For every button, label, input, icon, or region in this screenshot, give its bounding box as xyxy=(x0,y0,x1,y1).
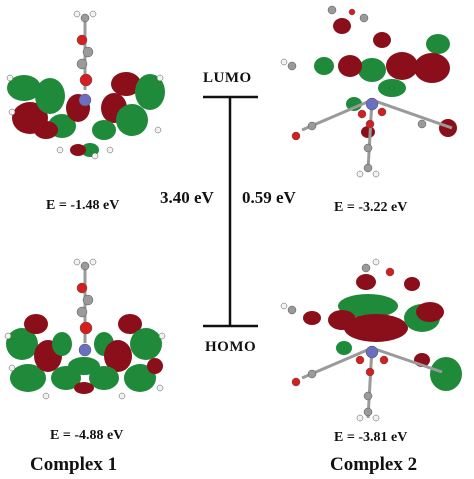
complex2-homo-atoms xyxy=(280,258,443,422)
complex1-name: Complex 1 xyxy=(30,454,118,475)
complex1-lumo-orbital xyxy=(6,10,165,160)
complex2-lumo-orbital xyxy=(280,5,457,178)
complex1-homo-energy: E = -4.88 eV xyxy=(50,428,124,443)
complex2-lumo-energy: E = -3.22 eV xyxy=(334,200,408,215)
complex1-homo-lobes xyxy=(6,314,163,394)
complex1-lumo-atoms xyxy=(6,10,164,160)
complex1-homo-atoms xyxy=(4,258,166,400)
complex2-lumo-atoms xyxy=(280,5,453,178)
complex1-lumo-energy: E = -1.48 eV xyxy=(46,198,120,213)
complex2-name: Complex 2 xyxy=(330,454,418,475)
complex1-homo-orbital xyxy=(4,258,166,400)
complex2-homo-energy: E = -3.81 eV xyxy=(334,430,408,445)
homo-label: HOMO xyxy=(205,339,257,355)
gap-complex1: 3.40 eV xyxy=(160,188,214,207)
complex2-homo-lobes xyxy=(303,274,462,391)
lumo-label: LUMO xyxy=(203,70,252,86)
complex2-lumo-lobes xyxy=(314,18,457,138)
gap-complex2: 0.59 eV xyxy=(242,188,296,207)
complex2-homo-orbital xyxy=(280,258,462,422)
